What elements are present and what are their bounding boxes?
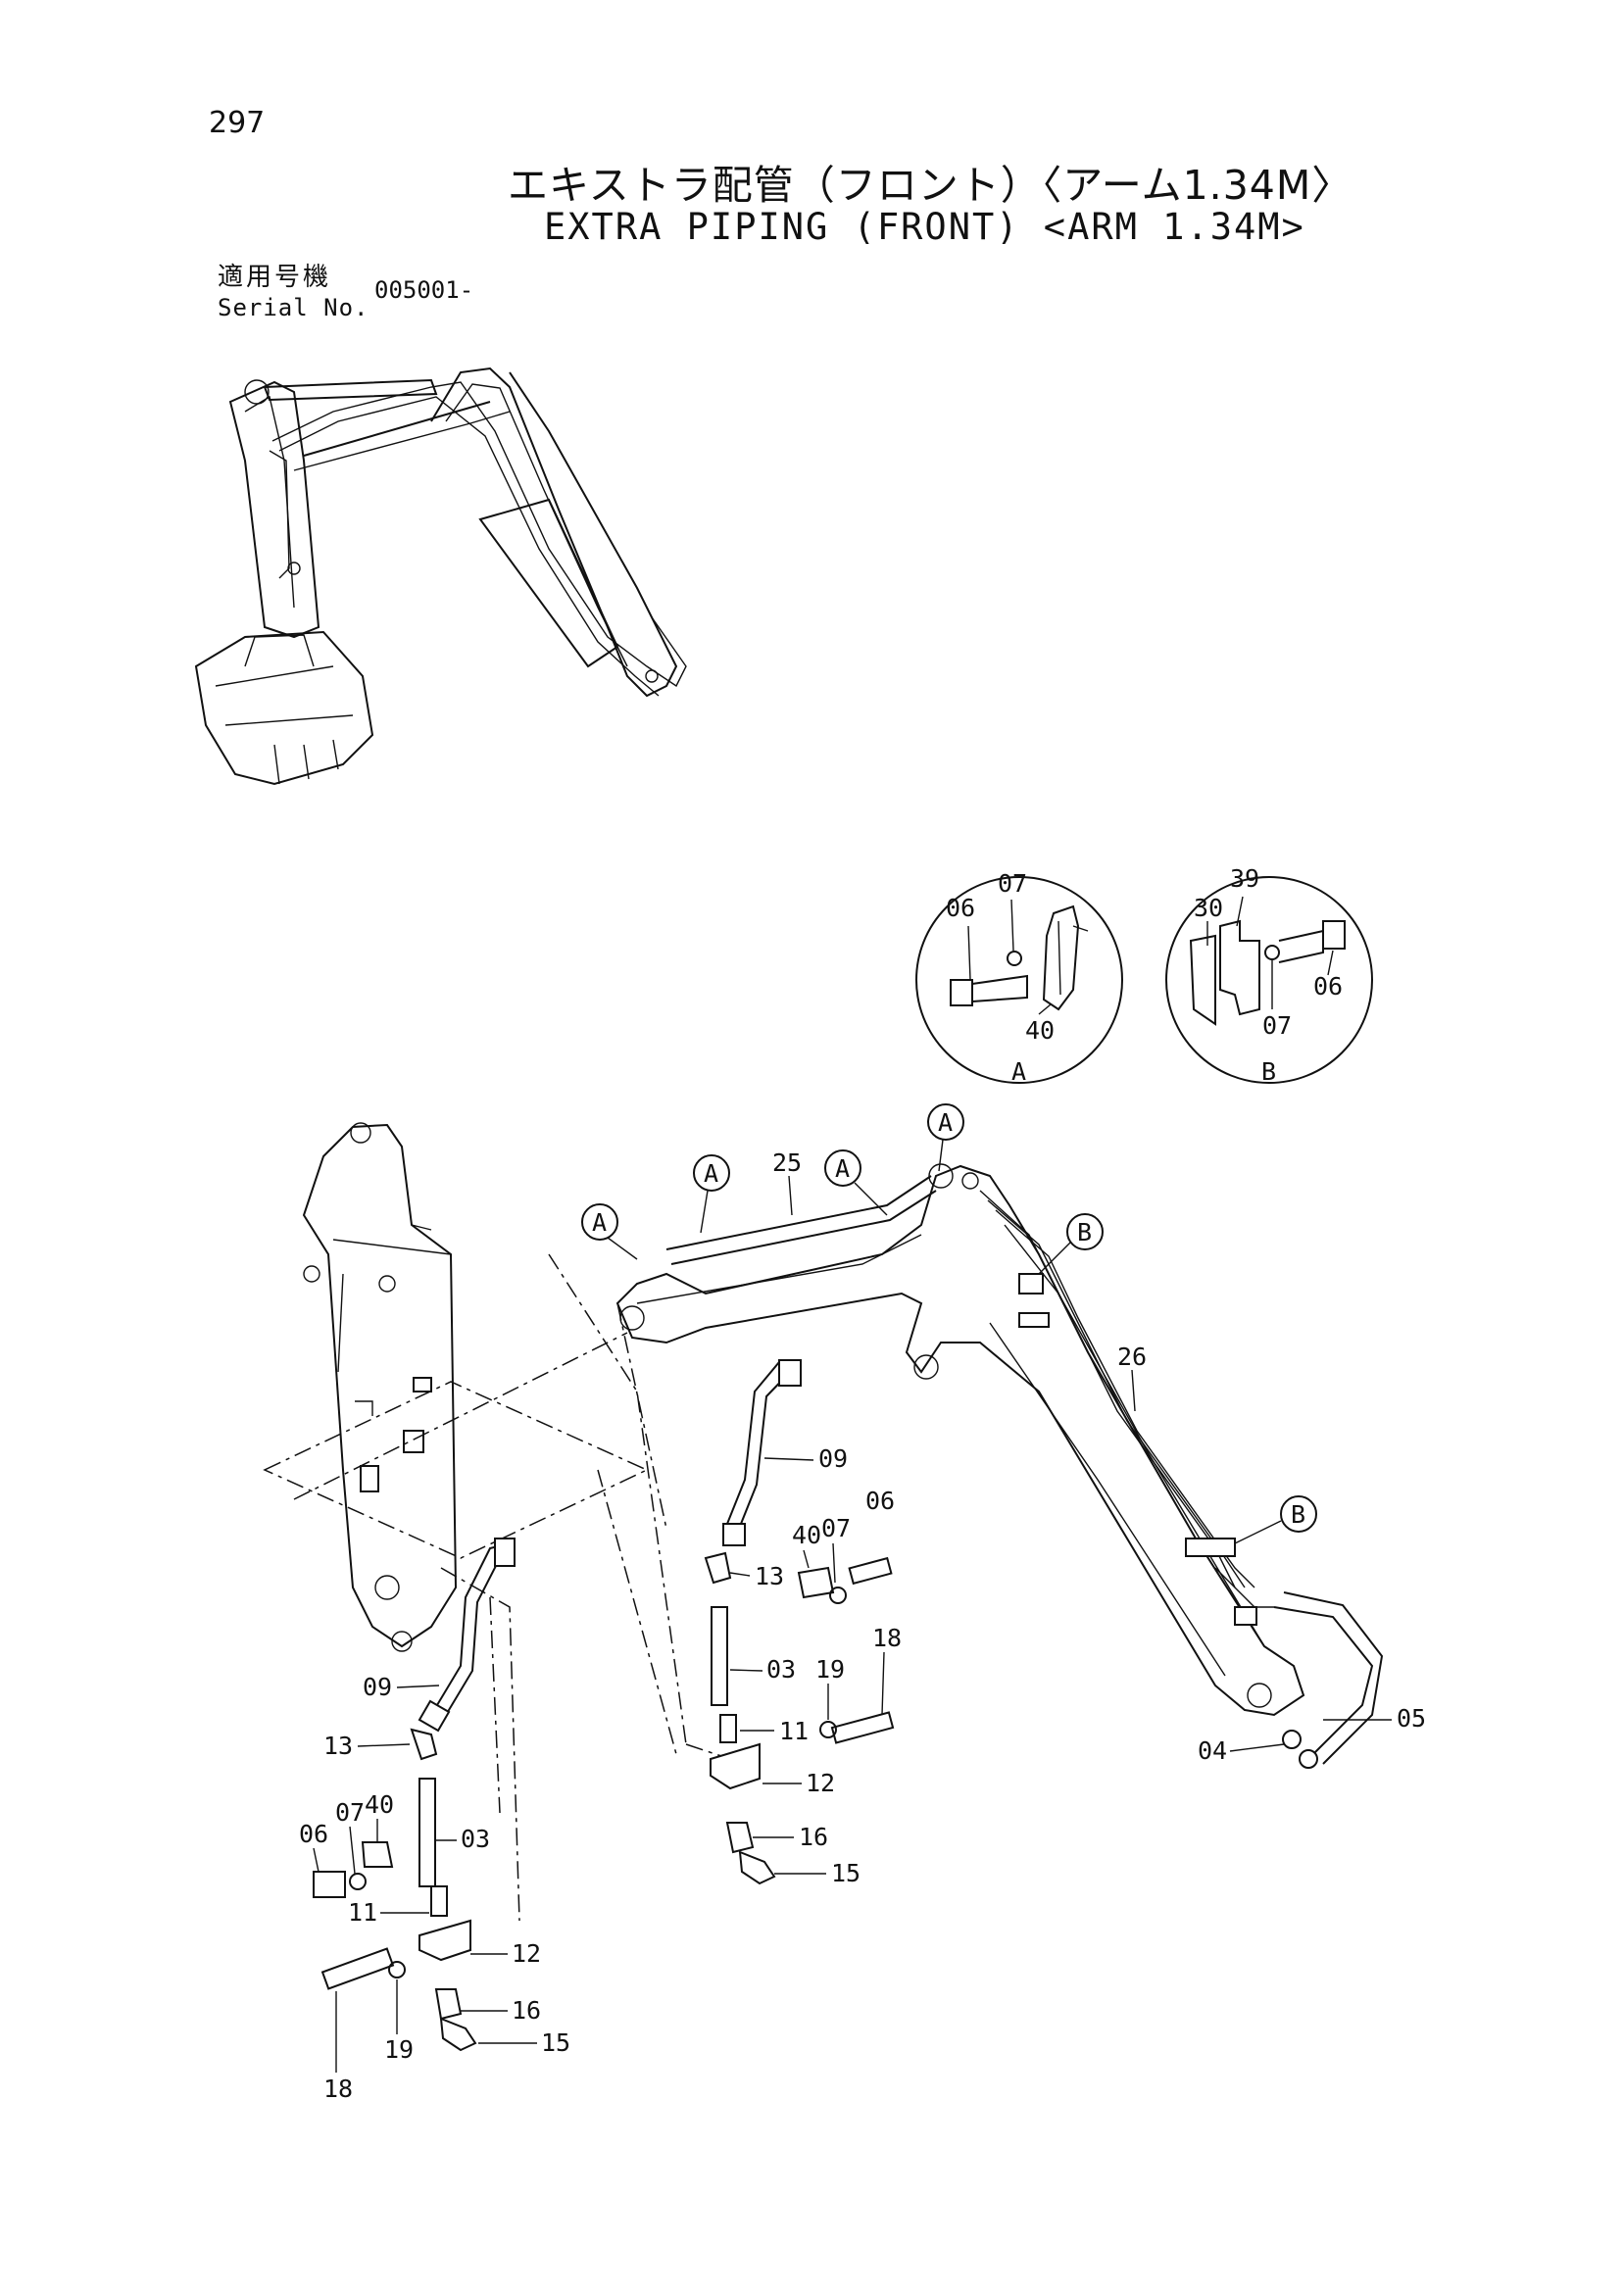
- callout-15-left: 15: [541, 2028, 570, 2057]
- callout-06-center: 06: [865, 1487, 895, 1515]
- marker-b-2: B: [1291, 1500, 1305, 1529]
- marker-b-1: B: [1077, 1218, 1092, 1246]
- page-title-english: EXTRA PIPING (FRONT) <ARM 1.34M>: [544, 206, 1305, 248]
- marker-a-2: A: [704, 1159, 718, 1188]
- detail-b-part-06: 06: [1313, 972, 1343, 1001]
- detail-b-part-39: 39: [1230, 864, 1259, 893]
- callout-07-left: 07: [335, 1798, 365, 1827]
- detail-b-part-07: 07: [1262, 1011, 1292, 1040]
- callout-11-left: 11: [348, 1898, 377, 1927]
- view-markers: A A A A B B: [581, 1103, 1317, 1544]
- part-callouts: 25 26 09 09 40 07 06 13 03 19 18 11 12 1…: [299, 1148, 1426, 2103]
- left-fittings: [313, 1538, 516, 2052]
- detail-a-label: A: [1011, 1057, 1026, 1086]
- serial-label-japanese: 適用号機: [218, 263, 332, 292]
- callout-15-center: 15: [831, 1859, 861, 1887]
- marker-a-4: A: [938, 1108, 953, 1137]
- callout-40-left: 40: [365, 1790, 394, 1819]
- callout-11-center: 11: [779, 1717, 809, 1745]
- marker-a-3: A: [835, 1154, 850, 1183]
- center-fittings: [704, 1359, 895, 1885]
- callout-19-center: 19: [815, 1655, 845, 1684]
- callout-12-center: 12: [806, 1769, 835, 1797]
- callout-18-center: 18: [872, 1624, 902, 1652]
- marker-a-1: A: [592, 1208, 607, 1237]
- detail-view-b: 30 39 07 06 B: [1165, 864, 1373, 1086]
- callout-03-left: 03: [461, 1825, 490, 1853]
- detail-a-part-06: 06: [946, 894, 975, 922]
- callout-09-upper: 09: [818, 1444, 848, 1473]
- callout-03-center: 03: [766, 1655, 796, 1684]
- detail-view-a: 06 07 40 A: [915, 869, 1123, 1086]
- callout-09-lower: 09: [363, 1673, 392, 1701]
- callout-13-left: 13: [323, 1732, 353, 1760]
- callout-07-center: 07: [821, 1514, 851, 1542]
- overview-illustration: [194, 366, 687, 786]
- callout-06-left: 06: [299, 1820, 328, 1848]
- callout-05: 05: [1397, 1704, 1426, 1733]
- detail-b-part-30: 30: [1194, 894, 1223, 922]
- page-number: 297: [209, 106, 266, 140]
- callout-40-center: 40: [792, 1521, 821, 1549]
- detail-a-part-07: 07: [998, 869, 1027, 898]
- arm-illustration: [302, 1122, 458, 1652]
- page-title-japanese: エキストラ配管（フロント）〈アーム1.34M〉: [508, 162, 1353, 209]
- assembly-lines: [263, 1253, 746, 1922]
- detail-b-label: B: [1261, 1057, 1276, 1086]
- serial-label-english: Serial No.: [218, 294, 369, 321]
- callout-13-center: 13: [755, 1562, 784, 1590]
- serial-number-value: 005001-: [374, 276, 474, 304]
- callout-25: 25: [772, 1148, 802, 1177]
- callout-16-center: 16: [799, 1823, 828, 1851]
- callout-18-left: 18: [323, 2075, 353, 2103]
- callout-16-left: 16: [512, 1996, 541, 2025]
- callout-04: 04: [1198, 1736, 1227, 1765]
- callout-26: 26: [1117, 1343, 1147, 1371]
- callout-12-left: 12: [512, 1939, 541, 1968]
- boom-illustration: [615, 1163, 1384, 1769]
- callout-19-left: 19: [384, 2035, 414, 2064]
- detail-a-part-40: 40: [1025, 1016, 1055, 1045]
